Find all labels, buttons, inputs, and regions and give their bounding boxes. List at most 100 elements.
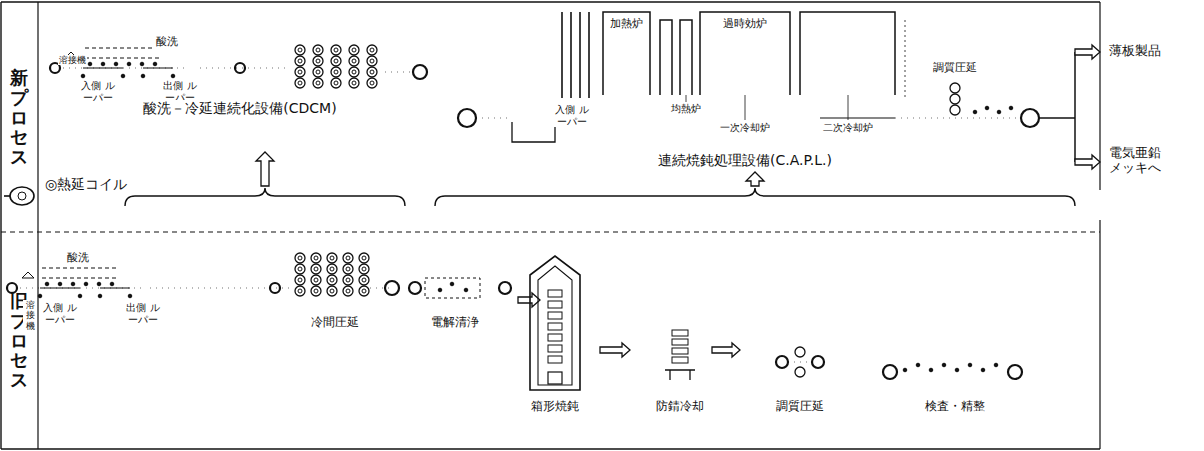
- base: [548, 372, 562, 384]
- roll: [343, 264, 353, 274]
- line: [385, 72, 410, 73]
- roll: [346, 256, 350, 260]
- roll: [298, 267, 302, 271]
- line: [1, 1, 1100, 2]
- roll: [950, 94, 960, 104]
- roll: [295, 264, 305, 274]
- roll: [346, 267, 350, 271]
- line: [476, 118, 512, 119]
- roll: [385, 281, 399, 295]
- roll: [973, 110, 977, 114]
- roll: [295, 78, 305, 88]
- roll: [955, 368, 959, 372]
- part-label: 均熱炉: [670, 103, 702, 115]
- hollow-arrow: [712, 343, 740, 357]
- roll: [327, 286, 337, 296]
- roll: [367, 56, 377, 66]
- roll: [235, 63, 245, 73]
- line: [42, 267, 117, 268]
- roll: [349, 56, 359, 66]
- roll: [311, 264, 321, 274]
- coil-stack: [672, 330, 688, 336]
- part-label: 調質圧延: [932, 62, 978, 75]
- line: [85, 47, 160, 48]
- roll: [311, 253, 321, 263]
- roll: [370, 70, 374, 74]
- line: [788, 362, 812, 363]
- part-label: 酸洗－冷延連続化設備(CDCM): [142, 100, 337, 116]
- roll: [316, 81, 320, 85]
- roll: [370, 48, 374, 52]
- roll: [994, 363, 998, 367]
- roll: [84, 282, 88, 286]
- roll: [458, 109, 476, 127]
- roll: [343, 275, 353, 285]
- hollow-arrow: [1075, 45, 1100, 59]
- part-label: 連続焼鈍処理設備(C.A.P.L.): [657, 152, 833, 168]
- roll: [929, 368, 933, 372]
- roll: [327, 275, 337, 285]
- roll: [331, 56, 341, 66]
- line: [745, 95, 746, 120]
- roll: [334, 81, 338, 85]
- hot-coil: [4, 195, 10, 197]
- roll: [295, 45, 305, 55]
- line: [895, 118, 1020, 119]
- roll: [1009, 106, 1013, 110]
- hollow-arrow: [600, 343, 630, 357]
- roll: [1021, 109, 1039, 127]
- roll: [883, 365, 897, 379]
- roll: [314, 289, 318, 293]
- roll: [362, 256, 366, 260]
- line: [579, 12, 581, 98]
- hollow-arrow: [256, 152, 274, 186]
- roll: [58, 282, 62, 286]
- hollow-arrow: [518, 293, 540, 307]
- roll: [311, 286, 321, 296]
- line: [1, 231, 1100, 232]
- roll: [367, 45, 377, 55]
- roll: [464, 288, 468, 292]
- part-label: 入側 ルーパー: [39, 302, 81, 325]
- roll: [298, 81, 302, 85]
- part-label: 箱形焼鈍: [530, 400, 580, 414]
- roll: [38, 294, 42, 298]
- furnace: [603, 12, 895, 95]
- roll: [352, 70, 356, 74]
- coil-stack: [672, 339, 688, 345]
- roll: [78, 294, 82, 298]
- coil-stack: [548, 312, 562, 319]
- part-label: ◎熱延コイル: [44, 176, 128, 192]
- roll: [362, 278, 366, 282]
- part-label: 酸洗: [66, 252, 90, 265]
- tank: [512, 122, 555, 142]
- line: [37, 2, 38, 449]
- roll: [313, 56, 323, 66]
- roll: [316, 70, 320, 74]
- roll: [367, 78, 377, 88]
- roll: [314, 256, 318, 260]
- roll: [171, 74, 175, 78]
- part-label: 二次冷却炉: [822, 122, 874, 134]
- roll: [352, 48, 356, 52]
- roll: [330, 278, 334, 282]
- hollow-arrow: [746, 172, 764, 186]
- roll: [795, 347, 805, 357]
- roll: [346, 289, 350, 293]
- roll: [343, 286, 353, 296]
- roll: [985, 106, 989, 110]
- roll: [327, 264, 337, 274]
- roll: [349, 67, 359, 77]
- roll: [359, 264, 369, 274]
- part-label: 入側 ルーパー: [77, 80, 119, 103]
- line: [42, 277, 117, 278]
- roll: [140, 62, 144, 66]
- roll: [45, 282, 49, 286]
- roll: [346, 278, 350, 282]
- roll: [359, 286, 369, 296]
- roll: [370, 81, 374, 85]
- roll: [981, 368, 985, 372]
- roll: [298, 48, 302, 52]
